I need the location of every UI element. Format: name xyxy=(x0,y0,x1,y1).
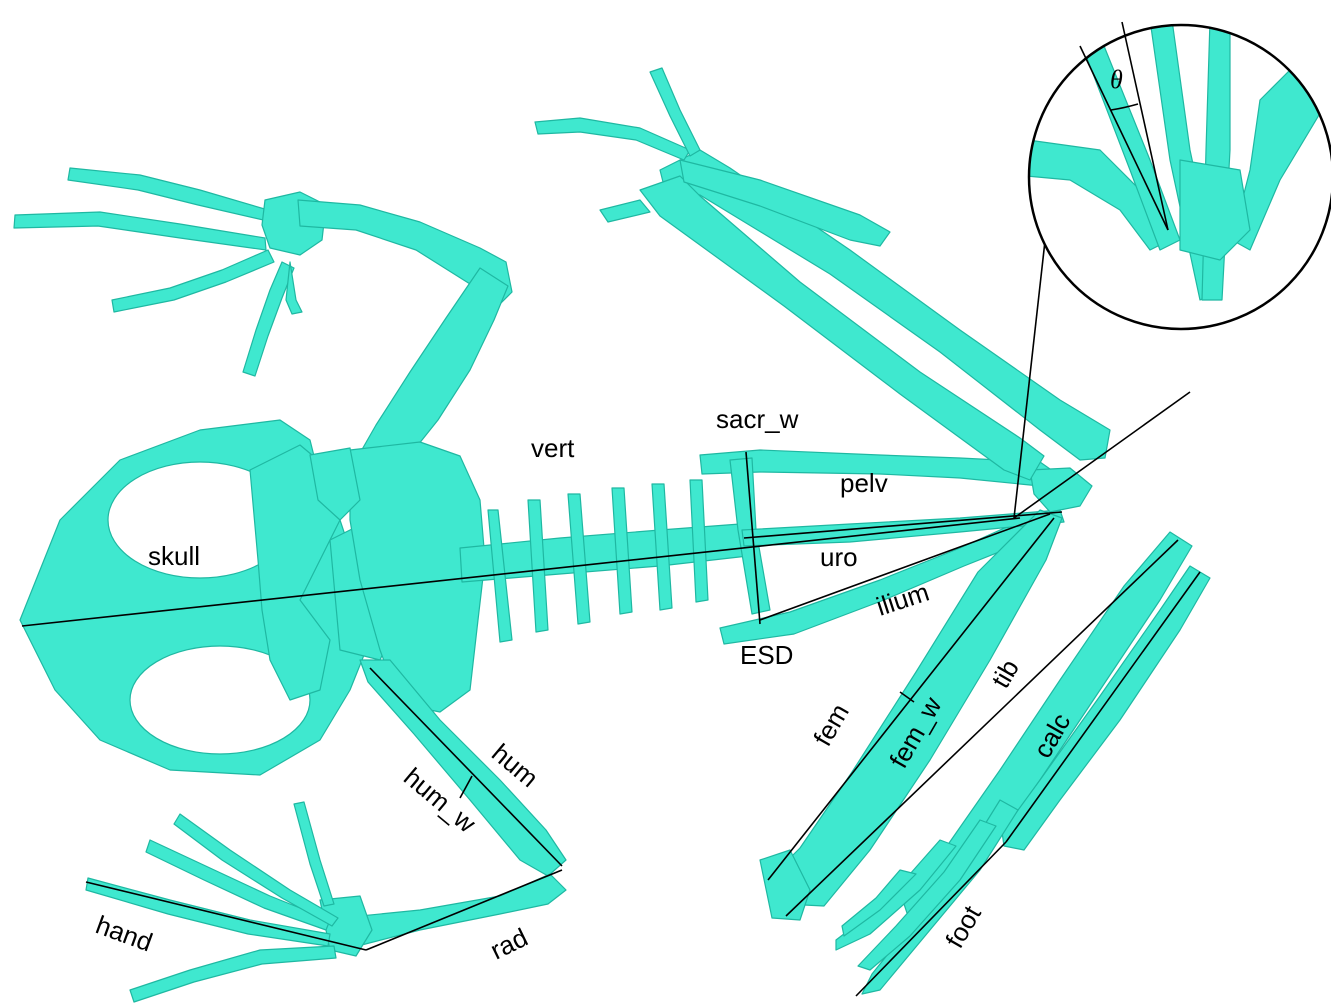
label-vert: vert xyxy=(531,433,575,463)
upper-forelimb xyxy=(14,168,512,460)
label-tib: tib xyxy=(985,654,1025,693)
label-theta: θ xyxy=(1110,65,1123,94)
label-sacr-w: sacr_w xyxy=(716,404,799,434)
upper-hindlimb xyxy=(535,68,1110,480)
label-esd: ESD xyxy=(740,640,793,670)
label-hand: hand xyxy=(92,909,157,957)
label-pelv: pelv xyxy=(840,468,888,498)
label-rad: rad xyxy=(485,922,532,965)
label-skull: skull xyxy=(148,541,200,571)
label-fem: fem xyxy=(807,698,855,751)
lower-hindlimb xyxy=(760,510,1210,994)
vertebral-column xyxy=(460,480,748,642)
rad-line xyxy=(366,870,562,950)
zoom-inset xyxy=(1026,20,1331,329)
label-uro: uro xyxy=(820,542,858,572)
